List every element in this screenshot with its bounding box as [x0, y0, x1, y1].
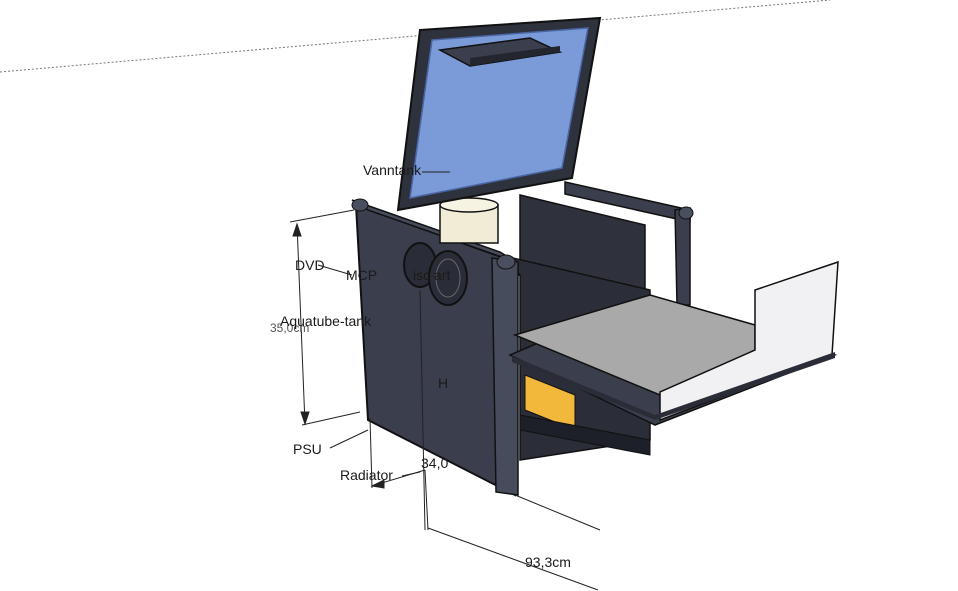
- aquatube-tank: [439, 197, 499, 244]
- label-height-dim: 35,0cm: [270, 321, 309, 335]
- pull-out-tray: [508, 260, 839, 426]
- label-psu: PSU: [293, 441, 322, 457]
- fan-hole-right: [428, 250, 468, 306]
- lid-glass: [409, 27, 589, 199]
- lid: [396, 16, 602, 212]
- label-h-marker: H: [438, 375, 448, 391]
- top-rail: [564, 181, 694, 306]
- label-width-dim: 93,3cm: [525, 554, 571, 570]
- label-dvd: DVD: [295, 257, 325, 273]
- horizon-line: [0, 0, 831, 73]
- label-depth-dim: 34,0: [421, 455, 448, 471]
- dimension-lines: [289, 171, 601, 591]
- label-soundcard-fragment: isc art: [413, 267, 450, 283]
- label-mcp: MCP: [346, 267, 377, 283]
- label-radiator: Radiator: [340, 467, 393, 483]
- tray-side-panel: [659, 260, 839, 422]
- label-aquatube: Aquatube-tank: [280, 313, 372, 329]
- label-vanntank: Vanntank: [363, 162, 422, 178]
